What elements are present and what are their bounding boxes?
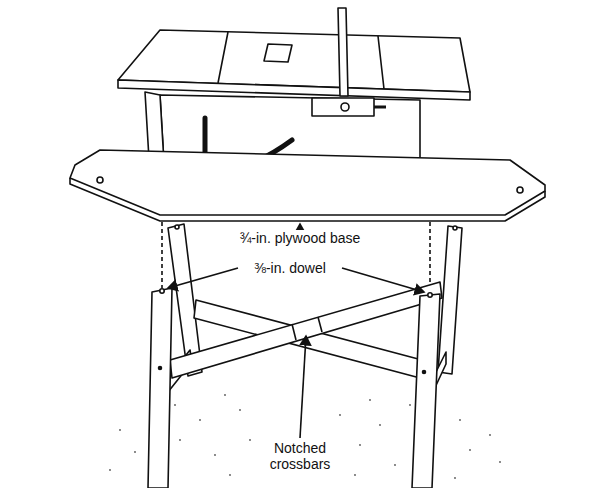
part-label: ⅜-in. dowel [251, 260, 329, 276]
plywood-base [70, 150, 545, 221]
leader-lines [168, 224, 424, 438]
part-label: Notched crossbars [255, 440, 345, 472]
alignment-lines [162, 222, 430, 292]
part-label: ¾-in. plywood base [237, 230, 364, 246]
stand [148, 224, 462, 488]
